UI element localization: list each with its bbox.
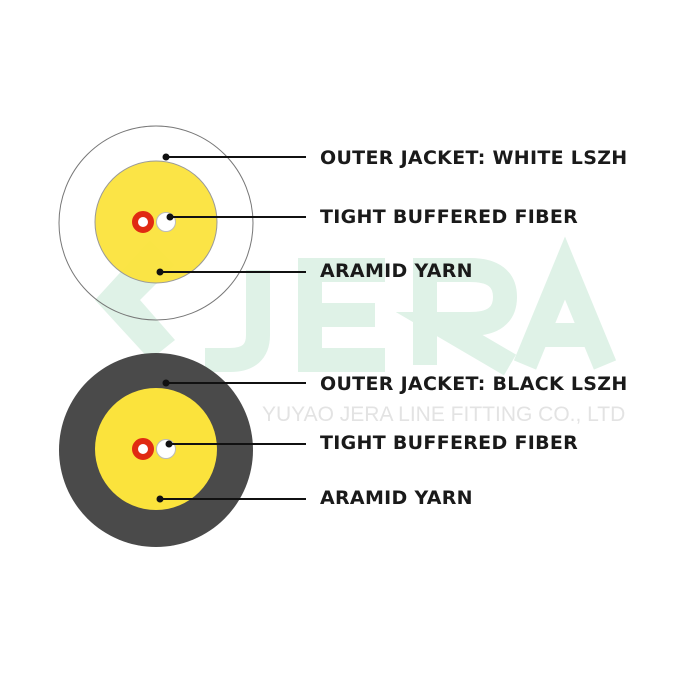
fiber-red [132, 438, 154, 460]
black-cable-leaders [156, 379, 306, 503]
label-outer-jacket-white: OUTER JACKET: WHITE LSZH [320, 147, 627, 169]
fiber-red [132, 211, 154, 233]
label-aramid-yarn: ARAMID YARN [320, 487, 473, 509]
outer-jacket-white [58, 125, 254, 321]
watermark-company-text: YUYAO JERA LINE FITTING CO., LTD [262, 403, 625, 426]
label-aramid-yarn: ARAMID YARN [320, 260, 473, 282]
logo-letter-e [298, 258, 385, 372]
white-cable-cross-section [58, 125, 254, 321]
logo-letter-a [513, 236, 617, 370]
label-tight-buffered-fiber: TIGHT BUFFERED FIBER [320, 432, 578, 454]
logo-letter-r [395, 258, 518, 376]
black-cable-cross-section [59, 353, 253, 547]
label-tight-buffered-fiber: TIGHT BUFFERED FIBER [320, 206, 578, 228]
logo-letter-j [205, 270, 270, 372]
label-outer-jacket-black: OUTER JACKET: BLACK LSZH [320, 373, 628, 395]
white-cable-leaders [156, 153, 306, 276]
